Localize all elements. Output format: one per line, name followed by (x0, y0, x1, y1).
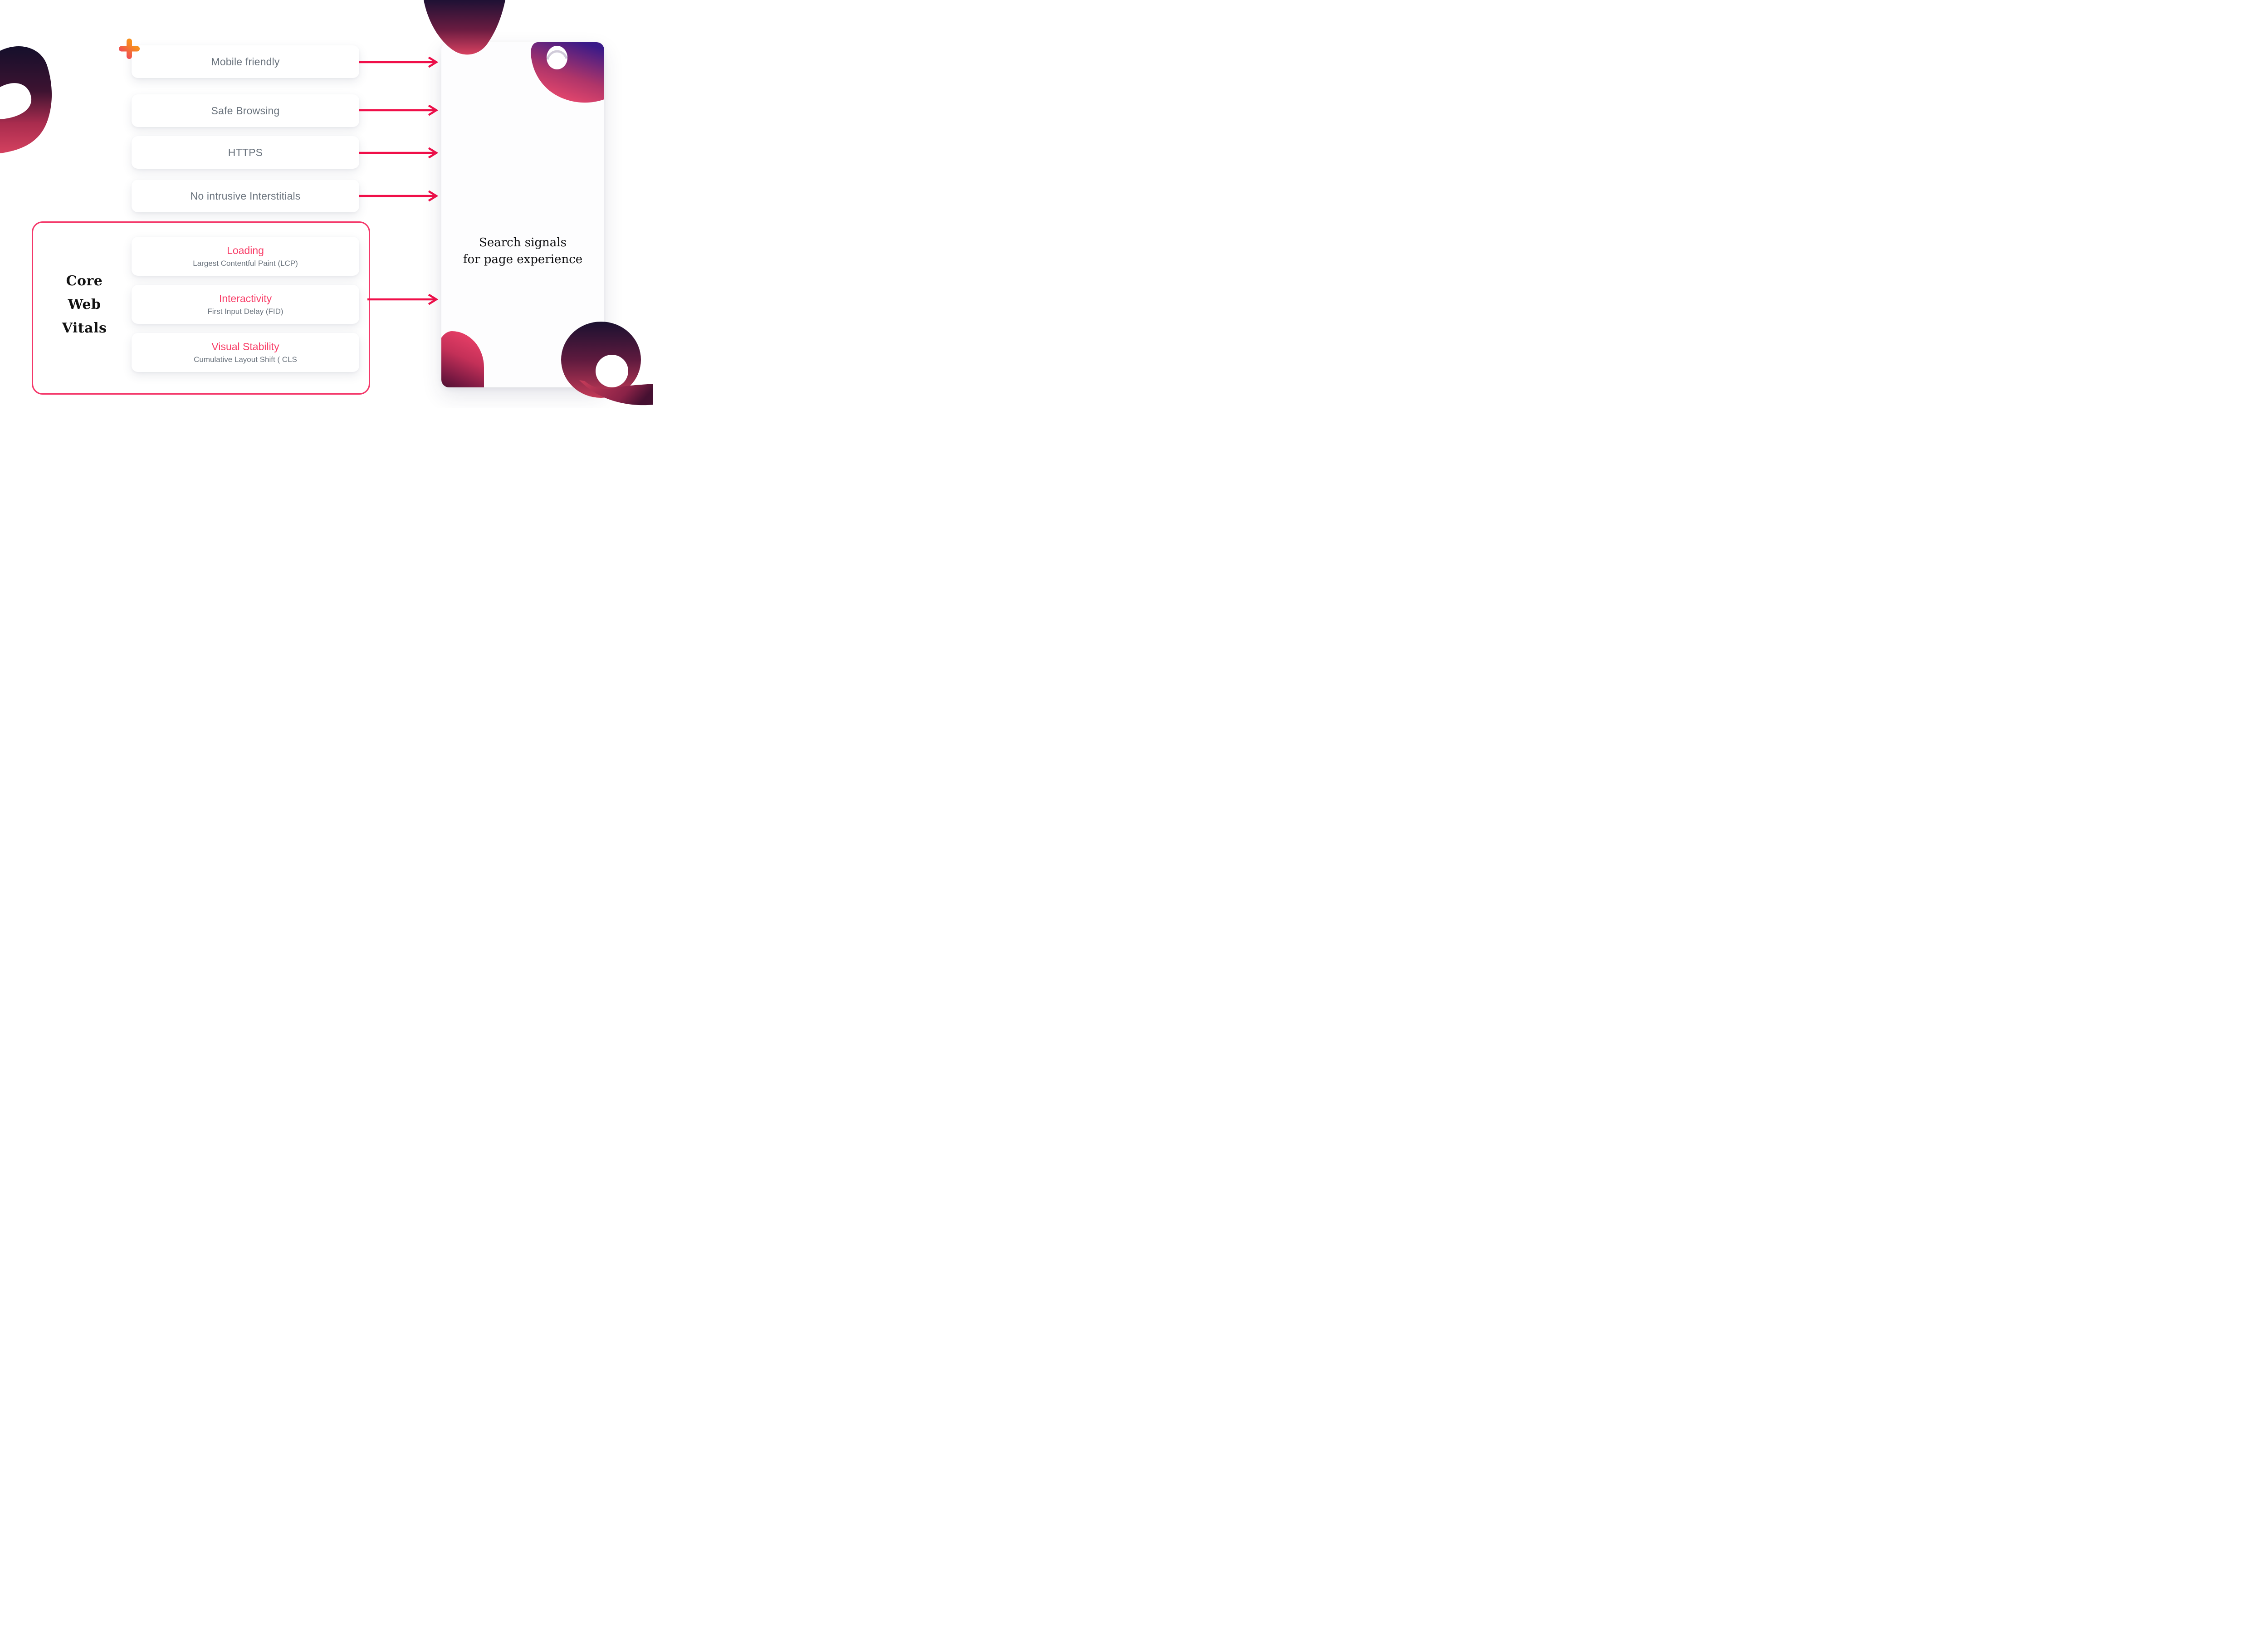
arrow-mobile-friendly (359, 57, 439, 68)
card-title: Search signals for page experience (463, 236, 583, 266)
vital-title: Loading (227, 244, 264, 256)
signal-label: Safe Browsing (211, 104, 280, 117)
card-corner-gradient-decoration (531, 42, 604, 103)
plus-icon (119, 39, 140, 59)
signal-box-https: HTTPS (132, 136, 359, 169)
vital-box-visual-stability: Visual Stability Cumulative Layout Shift… (132, 333, 359, 372)
arrow-https (359, 147, 439, 158)
signal-label: HTTPS (228, 146, 263, 158)
core-web-vitals-container (32, 221, 370, 395)
card-dome-decoration (441, 331, 484, 387)
arrow-safe-browsing (359, 105, 439, 116)
vital-subtitle: Cumulative Layout Shift ( CLS (194, 355, 297, 364)
page-experience-card: Search signals for page experience (441, 42, 604, 387)
signal-box-no-intrusive-interstitials: No intrusive Interstitials (132, 180, 359, 212)
signal-box-safe-browsing: Safe Browsing (132, 94, 359, 127)
vital-title: Interactivity (219, 293, 272, 304)
vital-title: Visual Stability (211, 341, 279, 352)
page-experience-diagram: Mobile friendly Safe Browsing HTTPS No i… (0, 0, 653, 408)
vital-subtitle: Largest Contentful Paint (LCP) (193, 259, 298, 268)
vital-subtitle: First Input Delay (FID) (207, 307, 284, 316)
signal-label: No intrusive Interstitials (190, 190, 301, 202)
core-web-vitals-label: Core Web Vitals (62, 273, 107, 336)
vital-box-interactivity: Interactivity First Input Delay (FID) (132, 285, 359, 324)
signal-box-mobile-friendly: Mobile friendly (132, 45, 359, 78)
signal-label: Mobile friendly (211, 55, 280, 68)
vital-box-loading: Loading Largest Contentful Paint (LCP) (132, 237, 359, 276)
left-swirl-blob-decoration (0, 46, 52, 153)
arrow-core-web-vitals (367, 294, 439, 305)
arrow-no-intrusive-interstitials (359, 191, 439, 201)
